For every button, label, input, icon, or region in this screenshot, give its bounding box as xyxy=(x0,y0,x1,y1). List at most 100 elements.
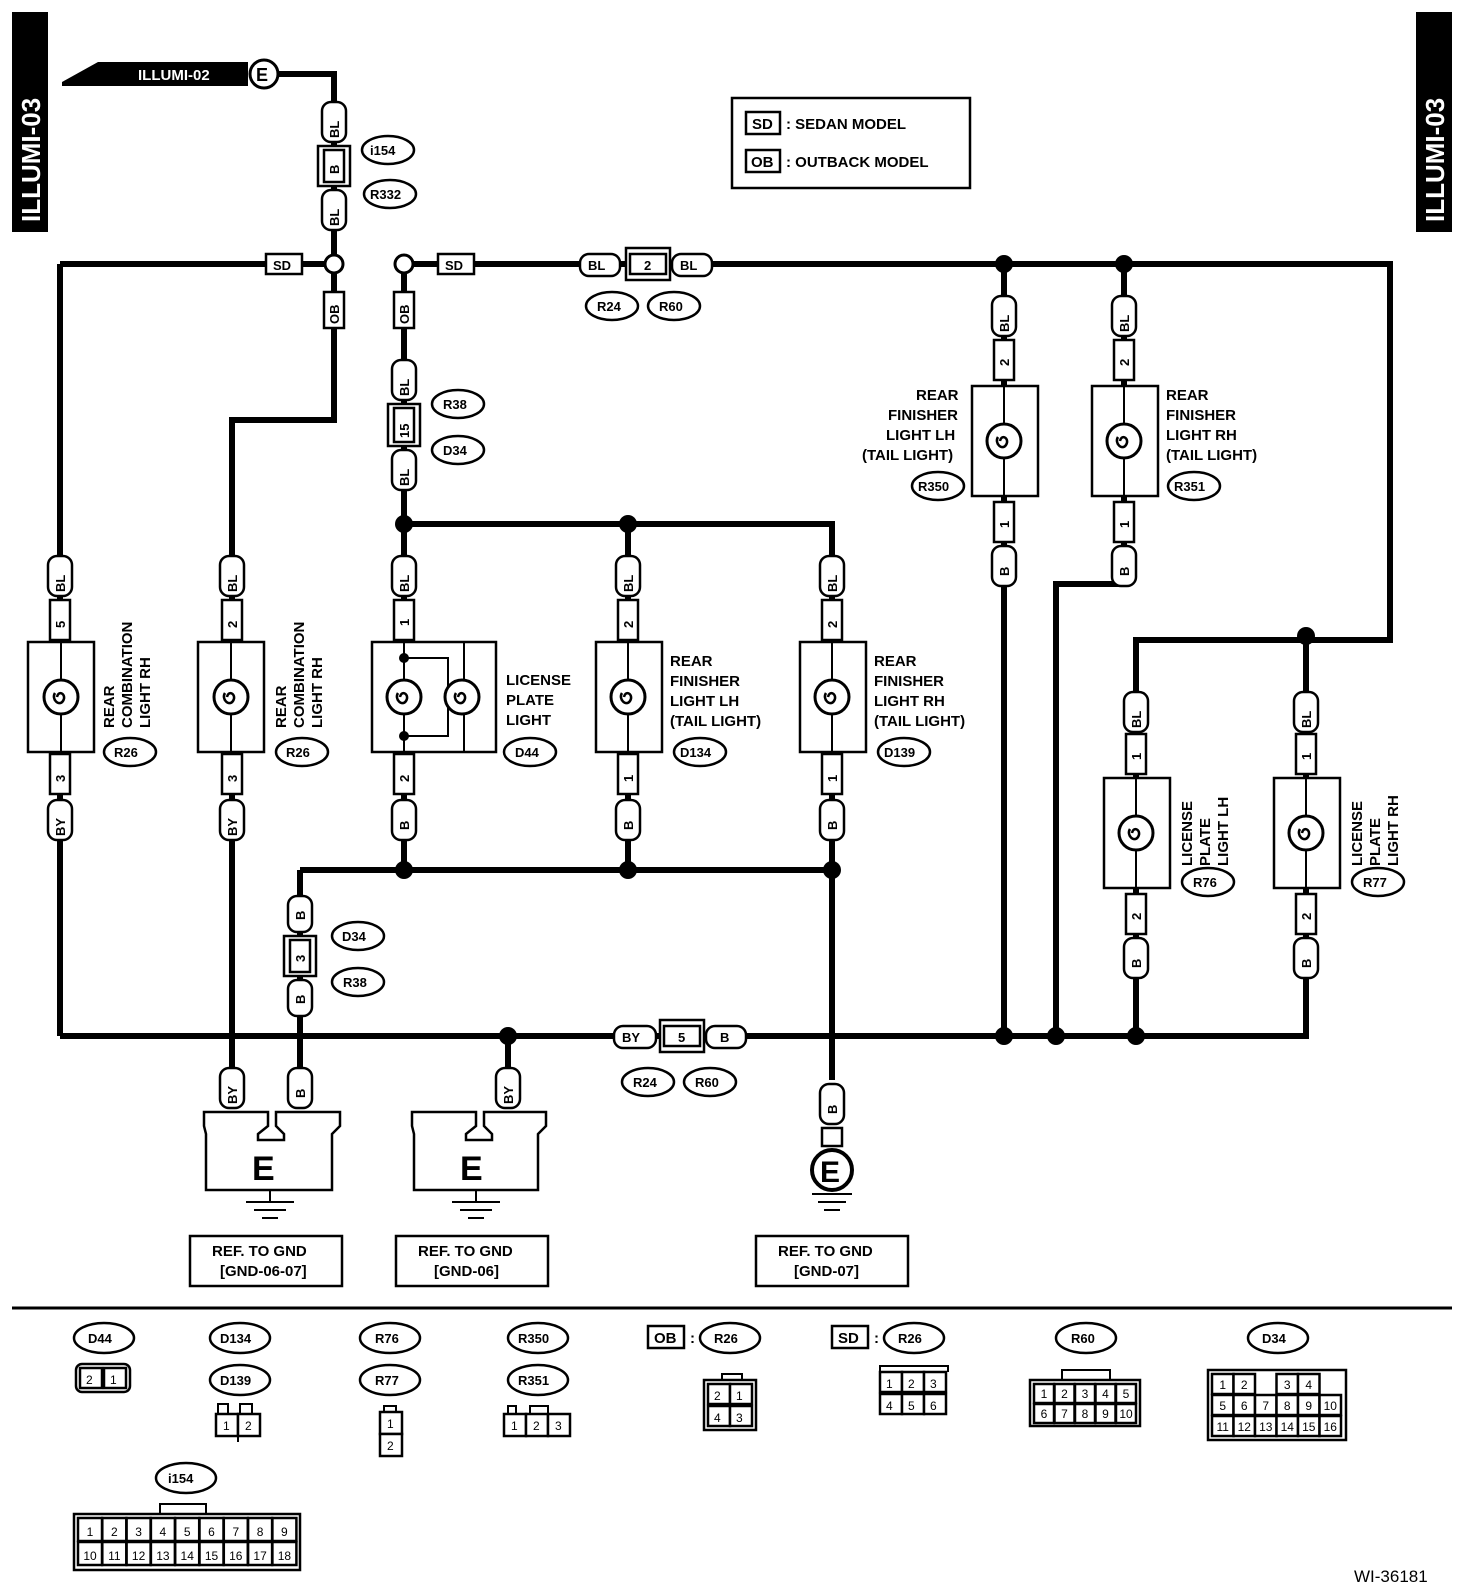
svg-text:LIGHT RH: LIGHT RH xyxy=(137,657,154,728)
i154-pin-label: 5 xyxy=(184,1525,191,1539)
svg-text:BL: BL xyxy=(825,575,840,592)
svg-text:BL: BL xyxy=(588,258,605,273)
svg-text:3: 3 xyxy=(225,775,240,782)
svg-text:BL: BL xyxy=(53,575,68,592)
i154-pin-label: 17 xyxy=(253,1549,267,1563)
svg-text:OB: OB xyxy=(327,305,342,325)
svg-text:E: E xyxy=(256,65,268,85)
svg-text:SD: SD xyxy=(445,258,463,273)
view-r350-r351: R350 R351 1 2 3 xyxy=(502,1321,572,1438)
i154-pin-label: 8 xyxy=(257,1525,264,1539)
svg-text:2: 2 xyxy=(1117,359,1132,366)
svg-text:BL: BL xyxy=(1117,315,1132,332)
svg-text:2: 2 xyxy=(908,1377,915,1391)
svg-text:FINISHER: FINISHER xyxy=(874,673,944,690)
svg-text:BL: BL xyxy=(327,121,342,138)
rear-finisher-light-rh-r351: BL 2 1 B REAR FINISHER LIGHT RH (TAIL LI… xyxy=(1090,294,1257,588)
svg-text:R60: R60 xyxy=(1071,1331,1095,1346)
r60-pin-label: 6 xyxy=(1041,1407,1048,1421)
ground-gnd-07: B E REF. TO GND [GND-07] xyxy=(754,1082,910,1288)
svg-text:B: B xyxy=(1299,959,1314,968)
svg-text:REF. TO GND: REF. TO GND xyxy=(778,1243,873,1260)
page-tag-left: ILLUMI-03 xyxy=(12,12,48,232)
d34-pin-label: 13 xyxy=(1259,1420,1273,1434)
svg-text:1: 1 xyxy=(886,1377,893,1391)
svg-text:BL: BL xyxy=(1299,711,1314,728)
wires xyxy=(57,71,1393,1090)
svg-text:1: 1 xyxy=(511,1419,518,1433)
svg-text:R60: R60 xyxy=(695,1075,719,1090)
i154-pin-label: 3 xyxy=(135,1525,142,1539)
i154-pin-label: 18 xyxy=(278,1549,292,1563)
svg-text:R351: R351 xyxy=(1174,479,1205,494)
svg-text:BY: BY xyxy=(225,1086,240,1104)
svg-text:R76: R76 xyxy=(1193,875,1217,890)
rear-finisher-light-lh-r350: BL 2 1 B REAR FINISHER LIGHT LH (TAIL LI… xyxy=(862,294,1040,588)
svg-text:ILLUMI-02: ILLUMI-02 xyxy=(138,67,210,84)
svg-text:BL: BL xyxy=(1129,711,1144,728)
connector-r24-r60-top: BL 2 BL R24 R60 xyxy=(578,246,714,322)
svg-text:E: E xyxy=(252,1150,275,1188)
connector-r38-d34-upper: BL 15 BL R38 D34 xyxy=(386,358,486,492)
svg-text:1: 1 xyxy=(1299,753,1314,760)
svg-text:B: B xyxy=(397,821,412,830)
svg-text:B: B xyxy=(1117,567,1132,576)
svg-text:PLATE: PLATE xyxy=(1367,818,1384,866)
figure-id: WI-36181 xyxy=(1354,1567,1428,1586)
svg-text:LICENSE: LICENSE xyxy=(506,672,571,689)
svg-text:REAR: REAR xyxy=(916,387,959,404)
svg-text::: : xyxy=(690,1330,695,1347)
view-ob-r26: OB : R26 2 1 4 3 xyxy=(646,1321,762,1432)
svg-text:BY: BY xyxy=(622,1030,640,1045)
license-plate-light-rh-r77: BL 1 2 B LICENSE PLATE LIGHT RH R77 xyxy=(1272,690,1406,980)
svg-text::: : xyxy=(874,1330,879,1347)
svg-text:LICENSE: LICENSE xyxy=(1349,801,1366,866)
page-tag-right: ILLUMI-03 xyxy=(1416,12,1452,232)
r60-pin-label: 9 xyxy=(1102,1407,1109,1421)
i154-pin-label: 7 xyxy=(232,1525,239,1539)
svg-text:LIGHT LH: LIGHT LH xyxy=(1215,797,1232,866)
i154-pin-label: 6 xyxy=(208,1525,215,1539)
connector-r24-r60-bottom: BY 5 B R24 R60 xyxy=(612,1018,748,1098)
d34-pin-label: 14 xyxy=(1281,1420,1295,1434)
svg-text:B: B xyxy=(825,821,840,830)
svg-text:2: 2 xyxy=(86,1373,93,1387)
svg-text:2: 2 xyxy=(997,359,1012,366)
svg-text:2: 2 xyxy=(387,1439,394,1453)
svg-text:E: E xyxy=(460,1150,483,1188)
svg-text:1: 1 xyxy=(621,775,636,782)
svg-text:1: 1 xyxy=(223,1419,230,1433)
svg-text:BL: BL xyxy=(397,575,412,592)
svg-text:COMBINATION: COMBINATION xyxy=(291,622,308,728)
d34-pin-label: 10 xyxy=(1324,1399,1338,1413)
ground-gnd-06-07: BY B E REF. TO GND [GND-06-07] xyxy=(188,1066,344,1288)
d34-pin-label: 15 xyxy=(1302,1420,1316,1434)
svg-text:LIGHT RH: LIGHT RH xyxy=(1166,427,1237,444)
svg-text:D34: D34 xyxy=(342,929,367,944)
svg-text:LIGHT LH: LIGHT LH xyxy=(670,693,739,710)
r60-pin-label: 8 xyxy=(1082,1407,1089,1421)
svg-text:PLATE: PLATE xyxy=(1197,818,1214,866)
d34-pin-label: 6 xyxy=(1241,1399,1248,1413)
view-d44: D44 2 1 xyxy=(72,1321,136,1394)
svg-text:ILLUMI-03: ILLUMI-03 xyxy=(1420,98,1450,222)
svg-text:R26: R26 xyxy=(286,745,310,760)
i154-pin-label: 12 xyxy=(132,1549,146,1563)
svg-text:R24: R24 xyxy=(633,1075,658,1090)
i154-pin-label: 2 xyxy=(111,1525,118,1539)
svg-text:6: 6 xyxy=(930,1399,937,1413)
svg-text:1: 1 xyxy=(1129,753,1144,760)
svg-text:B: B xyxy=(293,911,308,920)
d34-pin-label: 1 xyxy=(1219,1378,1226,1392)
svg-text:3: 3 xyxy=(736,1411,743,1425)
i154-pin-label: 11 xyxy=(108,1549,121,1563)
svg-text:2: 2 xyxy=(825,621,840,628)
r60-pin-cell xyxy=(1114,1402,1138,1425)
svg-text:5: 5 xyxy=(678,1030,685,1045)
svg-text:BL: BL xyxy=(621,575,636,592)
rear-finisher-light-rh-d139: BL 2 1 B REAR FINISHER LIGHT RH (TAIL LI… xyxy=(798,554,965,842)
junction-dots xyxy=(323,253,1315,1045)
